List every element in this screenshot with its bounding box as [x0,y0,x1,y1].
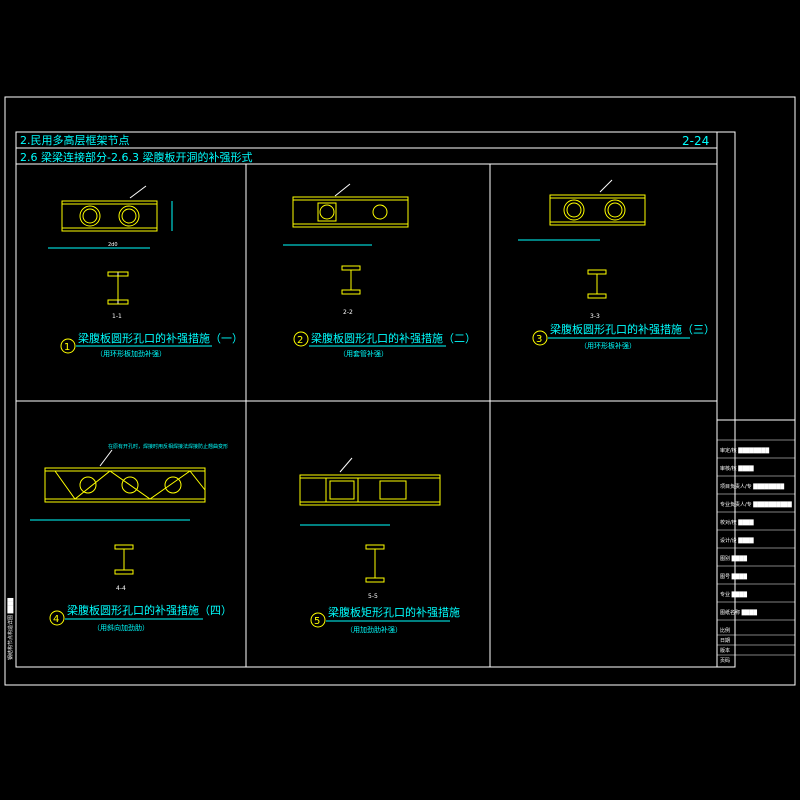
panel-1-hole-b [118,205,140,227]
tb-row-4: 专业负责人/专 ██████████ [720,501,792,508]
panel-1-hole-b-ring [121,208,137,224]
panel-1-hole-a [79,205,101,227]
panel-4-number-circle [49,610,65,626]
panel-1-title: 梁腹板圆形孔口的补强措施（一） [78,331,243,345]
panel-2-number: 2 [297,335,303,346]
panel-5-number: 5 [314,616,320,627]
panel-1-drawing [48,185,173,305]
panel-2-section-label: 2-2 [343,309,353,316]
panel-5-title: 梁腹板矩形孔口的补强措施 [328,605,460,619]
tb-row-1: 审定/核 ████████ [720,447,769,454]
panel-3-section-flange-b [587,293,607,299]
panel-2-subtitle: （用套管补强） [339,349,388,358]
panel-1-subtitle: （用环形板加劲补强） [96,349,166,358]
tb-row-5: 校对/校 ████ [720,519,754,526]
panel-2-hole-a [319,204,335,220]
panel-4-diagonal-stiffeners [54,470,206,500]
panel-4-section-flange [114,544,134,550]
panel-3-drawing [518,179,646,299]
panel-5-opening-a [329,480,355,500]
panel-1-number-circle [60,338,76,354]
panel-5-leader [339,457,353,473]
panel-3-section-flange [587,269,607,275]
panel-3-subtitle: （用环形板补强） [580,341,636,350]
tb-row-9: 专业 ████ [720,591,747,598]
panel-2-leader [334,183,351,197]
tb-row-8: 图号 ████ [720,573,747,580]
tb-row-10: 图纸名称 ████ [720,609,757,616]
panel-5-section-label: 5-5 [368,593,378,600]
panel-2-section-flange-b [341,289,361,295]
panel-3-leader [599,179,613,193]
tb-row-2: 审核/核 ████ [720,465,754,472]
sheet-number: 2-24 [682,134,709,148]
panel-3-hole-b [604,199,626,221]
panel-4-hole-a [79,476,97,494]
panel-3-hole-a-ring [566,202,582,218]
panel-4-section-flange-b [114,569,134,575]
panel-2-beam [292,196,409,228]
panel-3-title: 梁腹板圆形孔口的补强措施（三） [550,322,715,336]
panel-1-section-label: 1-1 [112,313,122,320]
panel-3-number: 3 [536,334,542,345]
panel-2-sleeve [317,202,337,222]
panel-1-leader [129,185,147,199]
inner-frame [15,131,736,668]
tb-bottom-2: 日期 [720,638,730,644]
panel-1-number: 1 [64,342,70,353]
panel-1-width-label: 2d0 [108,242,118,248]
tb-bottom-3: 版本 [720,647,730,654]
panel-5-subtitle: （用加劲肋补强） [346,625,402,634]
panel-5-drawing [299,457,441,583]
panel-5-section-flange [365,544,385,550]
panel-5-beam [299,474,441,506]
tb-row-3: 项目负责人/专 ████████ [720,483,784,490]
tb-bottom-1: 比例 [720,627,730,634]
panel-2-section-flange [341,265,361,271]
panel-1-beam [61,200,158,232]
tb-row-7: 图别 ████ [720,555,747,562]
panel-4-drawing [30,449,206,575]
panel-3-beam [549,194,646,226]
panel-4-beam [44,467,206,503]
tb-bottom-4: 页码 [720,657,730,664]
panel-5-section-flange-b [365,577,385,583]
panel-2-hole-b [372,204,388,220]
header-line-2: 2.6 梁梁连接部分-2.6.3 梁腹板开洞的补强形式 [20,150,252,164]
outer-border [4,96,796,686]
panel-4-leader [99,449,113,467]
side-note: 钢结构节点构造详图 ████ [7,598,14,660]
panel-5-number-circle [310,612,326,628]
panel-4-section-label: 4-4 [116,585,126,592]
panel-4-subtitle: （用斜向加劲肋） [93,623,149,632]
panel-2-drawing [283,183,409,295]
panel-2-number-circle [293,331,309,347]
title-block: 审定/核 ████████ 审核/核 ████ 项目负责人/专 ████████… [717,439,795,664]
panel-2-title: 梁腹板圆形孔口的补强措施（二） [311,331,476,345]
panel-3-number-circle [532,330,548,346]
panel-4-title: 梁腹板圆形孔口的补强措施（四） [67,603,232,617]
panel-3-section-label: 3-3 [590,313,600,320]
panel-4-number: 4 [53,614,59,625]
panel-1-hole-a-ring [82,208,98,224]
panel-4-hole-b [121,476,139,494]
header-line-1: 2.民用多高层框架节点 [20,133,130,147]
panel-5-opening-b [379,480,407,500]
panel-4-note: 在原有开孔时，焊接时用反相焊接法焊接防止翘曲变形 [108,443,228,450]
tb-row-6: 设计/设 ████ [720,537,754,544]
panel-3-hole-b-ring [607,202,623,218]
panel-3-hole-a [563,199,585,221]
panel-4-hole-c [164,476,182,494]
